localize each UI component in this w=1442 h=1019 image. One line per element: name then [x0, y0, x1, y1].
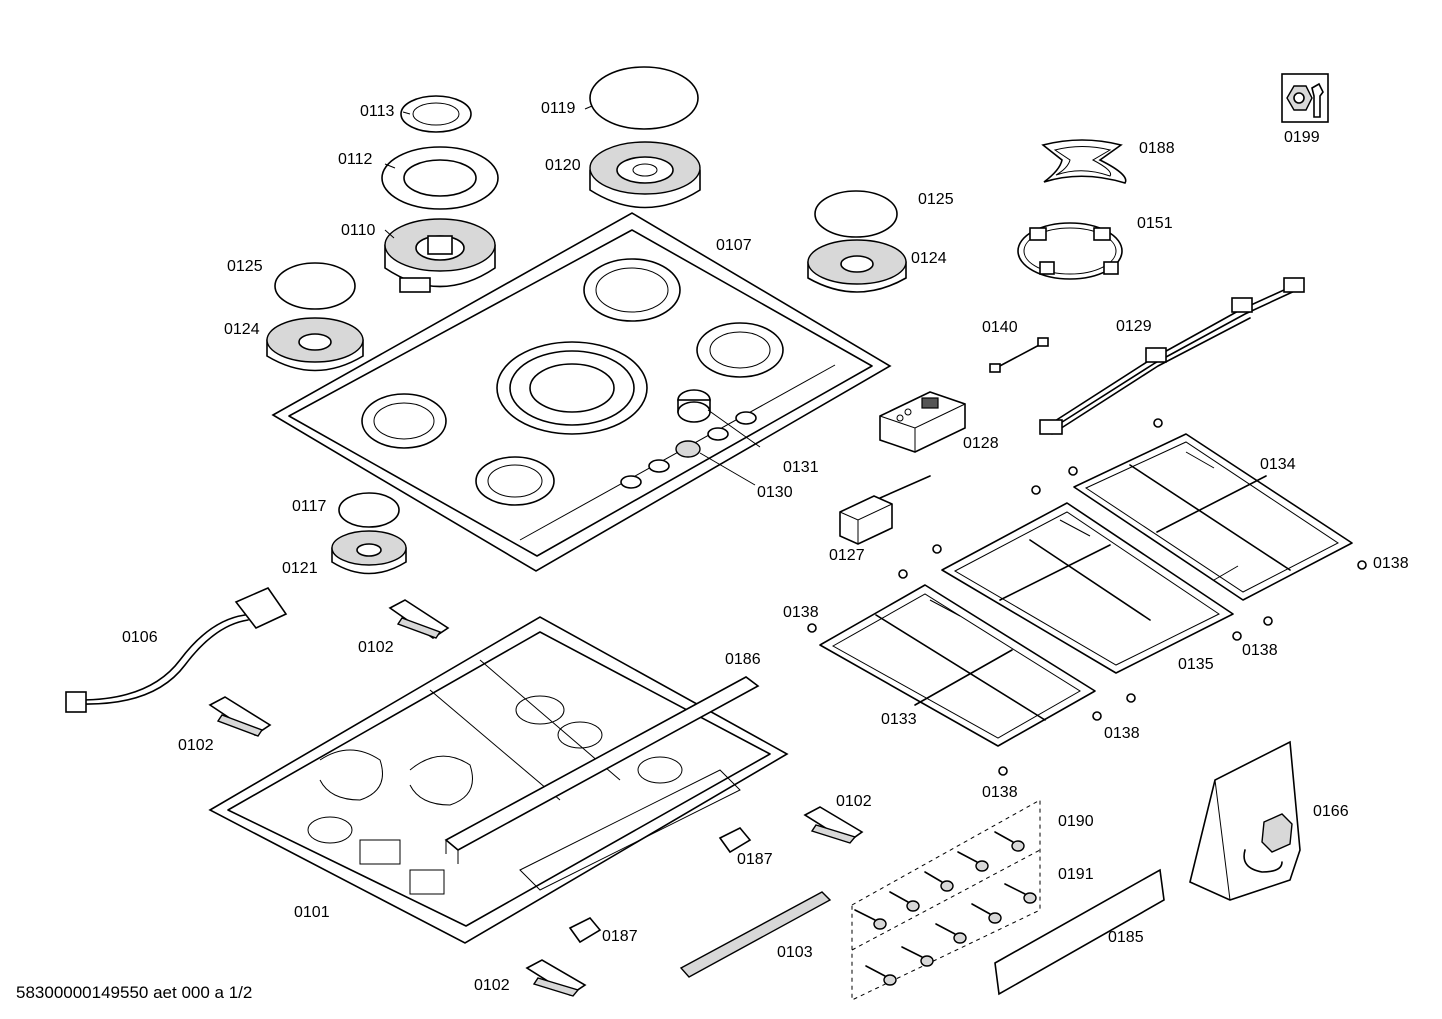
label-0125-left: 0125 [227, 258, 263, 275]
clip-0187-a [718, 827, 752, 854]
pan-support-0135 [941, 502, 1234, 674]
burner-cap-0113 [400, 95, 472, 133]
label-0187-b: 0187 [602, 928, 638, 945]
label-0191: 0191 [1058, 866, 1094, 883]
bracket-0102-b [208, 696, 272, 737]
label-0124-left: 0124 [224, 321, 260, 338]
burner-body-0121 [331, 530, 407, 575]
wiring-harness-0129 [1039, 277, 1305, 435]
label-0134: 0134 [1260, 456, 1296, 473]
label-0151: 0151 [1137, 215, 1173, 232]
burner-body-0120 [589, 141, 701, 209]
label-0106: 0106 [122, 629, 158, 646]
clip-0187-b [568, 917, 602, 944]
label-0119: 0119 [541, 100, 576, 117]
nut-and-wrench-icon [1281, 73, 1329, 123]
adapter-0188 [1041, 139, 1127, 184]
strip-0103 [679, 891, 832, 978]
label-0124-right: 0124 [911, 250, 947, 267]
bracket-0102-a [388, 599, 450, 639]
label-0138-b: 0138 [783, 604, 819, 621]
label-0110: 0110 [341, 222, 376, 239]
label-0190: 0190 [1058, 813, 1094, 830]
label-0138-c: 0138 [1242, 642, 1278, 659]
screws-0190-0191 [851, 799, 1041, 1001]
label-0199: 0199 [1284, 129, 1320, 146]
label-0130: 0130 [757, 484, 793, 501]
label-0113: 0113 [360, 103, 395, 120]
label-0127: 0127 [829, 547, 865, 564]
label-0102-b: 0102 [178, 737, 214, 754]
label-0102-a: 0102 [358, 639, 394, 656]
leader-lines [384, 105, 761, 486]
label-0140: 0140 [982, 319, 1018, 336]
label-0138-e: 0138 [982, 784, 1018, 801]
wok-ring-0151 [1017, 222, 1123, 280]
bottom-tray-0101 [208, 616, 789, 944]
burner-body-0110 [384, 218, 496, 293]
label-0117: 0117 [292, 498, 327, 515]
burner-cap-0119 [589, 66, 699, 130]
label-0185: 0185 [1108, 929, 1144, 946]
label-0129: 0129 [1116, 318, 1152, 335]
label-0102-c: 0102 [836, 793, 872, 810]
label-0187-a: 0187 [737, 851, 773, 868]
label-0138-a: 0138 [1373, 555, 1409, 572]
burner-cap-0125-left [274, 262, 356, 310]
rubber-feet-0138 [807, 418, 1367, 776]
bracket-0102-d [525, 959, 587, 997]
label-0128: 0128 [963, 435, 999, 452]
label-0188: 0188 [1139, 140, 1175, 157]
ignition-module-0127 [839, 475, 931, 545]
label-0138-d: 0138 [1104, 725, 1140, 742]
cable-0140 [989, 337, 1049, 373]
label-0120: 0120 [545, 157, 581, 174]
label-0112: 0112 [338, 151, 373, 168]
drawing-reference-footer: 58300000149550 aet 000 a 1/2 [16, 983, 252, 1002]
label-0131: 0131 [783, 459, 819, 476]
label-0135: 0135 [1178, 656, 1214, 673]
label-0133: 0133 [881, 711, 917, 728]
label-0102-d: 0102 [474, 977, 510, 994]
bar-0186 [444, 676, 760, 864]
burner-body-0124-left [266, 317, 364, 372]
bracket-0102-c [803, 806, 864, 844]
burner-cap-0125-right [814, 190, 898, 238]
label-0103: 0103 [777, 944, 813, 961]
control-module-0128 [879, 391, 966, 453]
pan-support-0134 [1073, 433, 1353, 601]
burner-cap-0117 [338, 492, 400, 528]
label-0101: 0101 [294, 904, 330, 921]
parts-bag-0166 [1189, 740, 1301, 901]
power-cable-0106 [65, 587, 288, 713]
label-0186: 0186 [725, 651, 761, 668]
label-0107: 0107 [716, 237, 752, 254]
burner-body-0124-right [807, 239, 907, 293]
part-labels: 0113 0112 0110 0125 0124 0119 0120 0107 … [122, 100, 1409, 994]
label-0125-right: 0125 [918, 191, 954, 208]
hob-top-plate [271, 212, 892, 572]
label-0166: 0166 [1313, 803, 1349, 820]
label-0121: 0121 [282, 560, 318, 577]
pan-support-0133 [819, 584, 1096, 747]
burner-ring-0112 [381, 146, 499, 210]
label-0185 [994, 868, 1165, 996]
